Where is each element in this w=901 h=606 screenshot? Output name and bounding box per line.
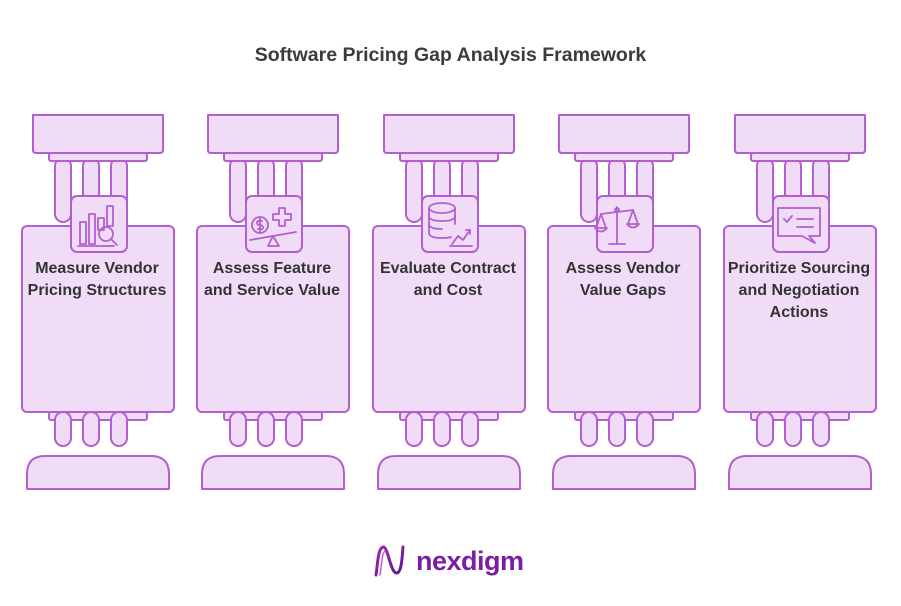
pillar-label-3: Evaluate Contract and Cost [379, 260, 517, 299]
nexdigm-mark-icon [374, 545, 405, 577]
brand-name: nexdigm [416, 545, 524, 576]
diagram-title: Software Pricing Gap Analysis Framework [254, 44, 647, 66]
pillar-label-4: Assess Vendor Value Gaps [565, 260, 681, 299]
pillar-1 [21, 114, 175, 490]
scales-icon [594, 206, 640, 245]
chart-magnifier-icon [77, 205, 118, 247]
dollar-plus-balance-icon [249, 207, 297, 247]
pillar-label-2: Assess Feature and Service Value [203, 260, 341, 299]
checklist-chat-icon [777, 207, 821, 244]
brand-logo: nexdigm [370, 536, 524, 586]
database-chart-icon [428, 202, 473, 247]
pillar-4 [547, 114, 701, 490]
pillar-2 [196, 114, 350, 490]
pillar-label-1: Measure Vendor Pricing Structures [27, 260, 167, 299]
pillar-3 [372, 114, 526, 490]
pillar-label-5: Prioritize Sourcing and Negotiation Acti… [727, 260, 871, 321]
